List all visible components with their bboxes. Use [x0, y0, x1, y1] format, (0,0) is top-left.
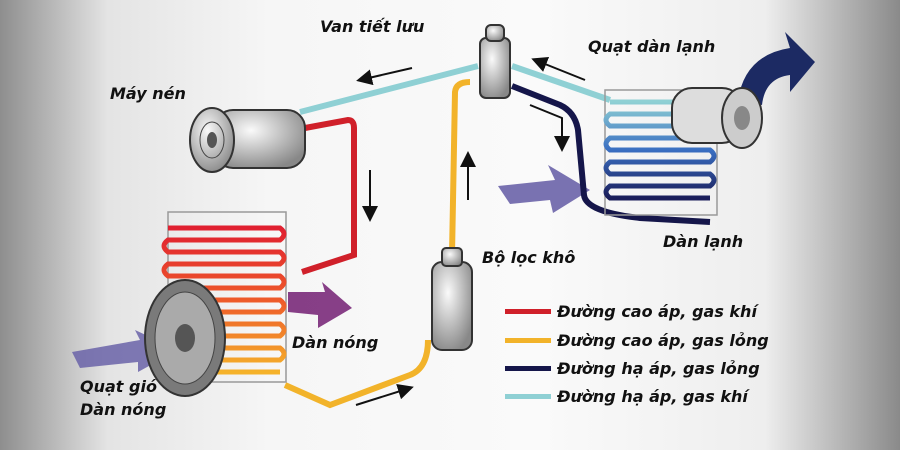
expansion-valve-icon	[479, 24, 511, 99]
cool-air-outlet-arrow	[738, 32, 815, 105]
legend-swatch	[505, 394, 551, 399]
legend-label: Đường cao áp, gas lỏng	[557, 331, 769, 350]
flow-arrow	[355, 383, 414, 406]
label-condenser-fan-line2: Dàn nóng	[80, 400, 167, 419]
flow-arrow	[356, 67, 413, 86]
evaporator-coil	[603, 89, 718, 216]
pipe-low-pressure-gas-from-evaporator	[511, 63, 611, 103]
flow-arrow	[531, 57, 586, 81]
legend-swatch	[505, 366, 551, 371]
airflow-arrow-evaporator	[498, 165, 590, 213]
pipe-high-pressure-liquid	[283, 79, 471, 409]
legend-swatch	[505, 338, 551, 343]
airflow-arrow-condenser	[288, 282, 352, 328]
compressor-icon	[189, 107, 306, 173]
legend-item: Đường hạ áp, gas khí	[505, 387, 748, 406]
label-condenser-fan-line1: Quạt gió	[80, 377, 157, 396]
label-evaporator-fan: Quạt dàn lạnh	[588, 37, 716, 56]
label-evaporator: Dàn lạnh	[663, 232, 744, 251]
receiver-drier-icon	[431, 247, 473, 351]
legend-swatch	[505, 309, 551, 314]
evaporator-blower-icon	[671, 87, 763, 149]
legend-label: Đường hạ áp, gas lỏng	[557, 359, 760, 378]
legend-label: Đường cao áp, gas khí	[557, 302, 757, 321]
legend-label: Đường hạ áp, gas khí	[557, 387, 748, 406]
pipe-high-pressure-gas	[301, 116, 357, 275]
label-compressor: Máy nén	[110, 84, 186, 103]
label-expansion-valve: Van tiết lưu	[320, 17, 425, 36]
legend-item: Đường cao áp, gas khí	[505, 302, 757, 321]
pipe-low-pressure-gas-to-compressor	[299, 63, 479, 115]
legend-item: Đường cao áp, gas lỏng	[505, 331, 769, 350]
label-receiver-drier: Bộ lọc khô	[482, 248, 576, 267]
legend-item: Đường hạ áp, gas lỏng	[505, 359, 760, 378]
condenser-fan-icon	[144, 279, 226, 397]
label-condenser: Dàn nóng	[292, 333, 379, 352]
flow-arrow	[529, 104, 570, 152]
